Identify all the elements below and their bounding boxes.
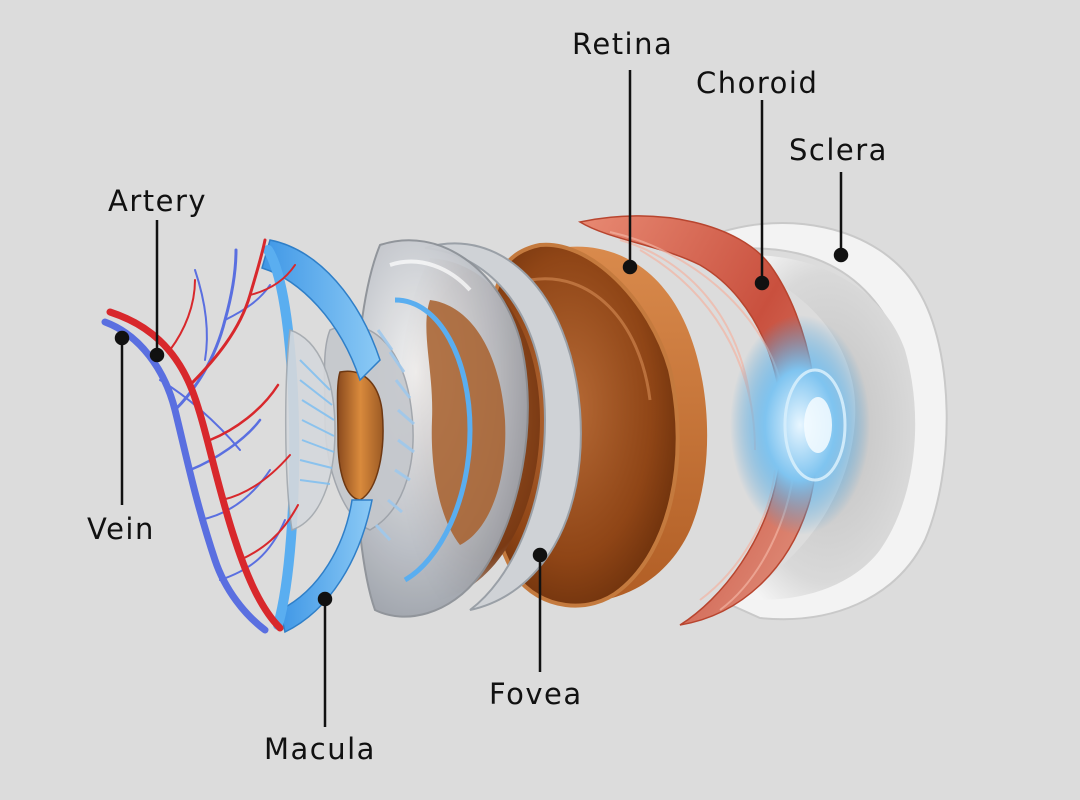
dot-fovea	[532, 547, 548, 563]
label-artery: Artery	[108, 184, 208, 218]
lens-inner-amber	[426, 300, 506, 545]
lens-highlight	[389, 259, 472, 292]
leader-lines	[114, 70, 849, 727]
artery-vessels	[106, 238, 299, 632]
label-choroid: Choroid	[696, 66, 819, 100]
lens-layer	[354, 239, 529, 618]
optic-glow	[730, 315, 870, 535]
choroid-striations	[609, 231, 796, 611]
label-macula: Macula	[264, 732, 376, 766]
label-vein: Vein	[87, 512, 155, 546]
cornea-shell	[261, 239, 381, 382]
cornea-glass	[284, 328, 336, 532]
choroid-layer	[577, 215, 870, 626]
label-sclera: Sclera	[789, 133, 888, 167]
dot-sclera	[833, 247, 849, 263]
label-retina: Retina	[572, 27, 674, 61]
optic-disc-core	[804, 397, 832, 453]
optic-disc-ring	[783, 368, 847, 482]
dot-retina	[622, 259, 638, 275]
lens-blue-arc	[394, 297, 473, 583]
cornea-layer	[261, 239, 381, 634]
sclera-inner	[720, 255, 916, 600]
cornea-fibers	[299, 359, 335, 485]
retina-highlight	[529, 277, 652, 401]
iris-layer	[323, 325, 415, 542]
choroid-shell	[577, 215, 819, 626]
label-fovea: Fovea	[489, 677, 583, 711]
ciliary-fibers	[374, 329, 415, 542]
dot-artery	[149, 347, 165, 363]
dot-vein	[114, 330, 130, 346]
vein-vessels	[101, 248, 286, 634]
dot-choroid	[754, 275, 770, 291]
dot-macula	[317, 591, 333, 607]
vitreous-glass-rim	[424, 242, 582, 611]
sclera-layer	[699, 222, 948, 621]
cornea-shell-lower	[279, 499, 373, 634]
